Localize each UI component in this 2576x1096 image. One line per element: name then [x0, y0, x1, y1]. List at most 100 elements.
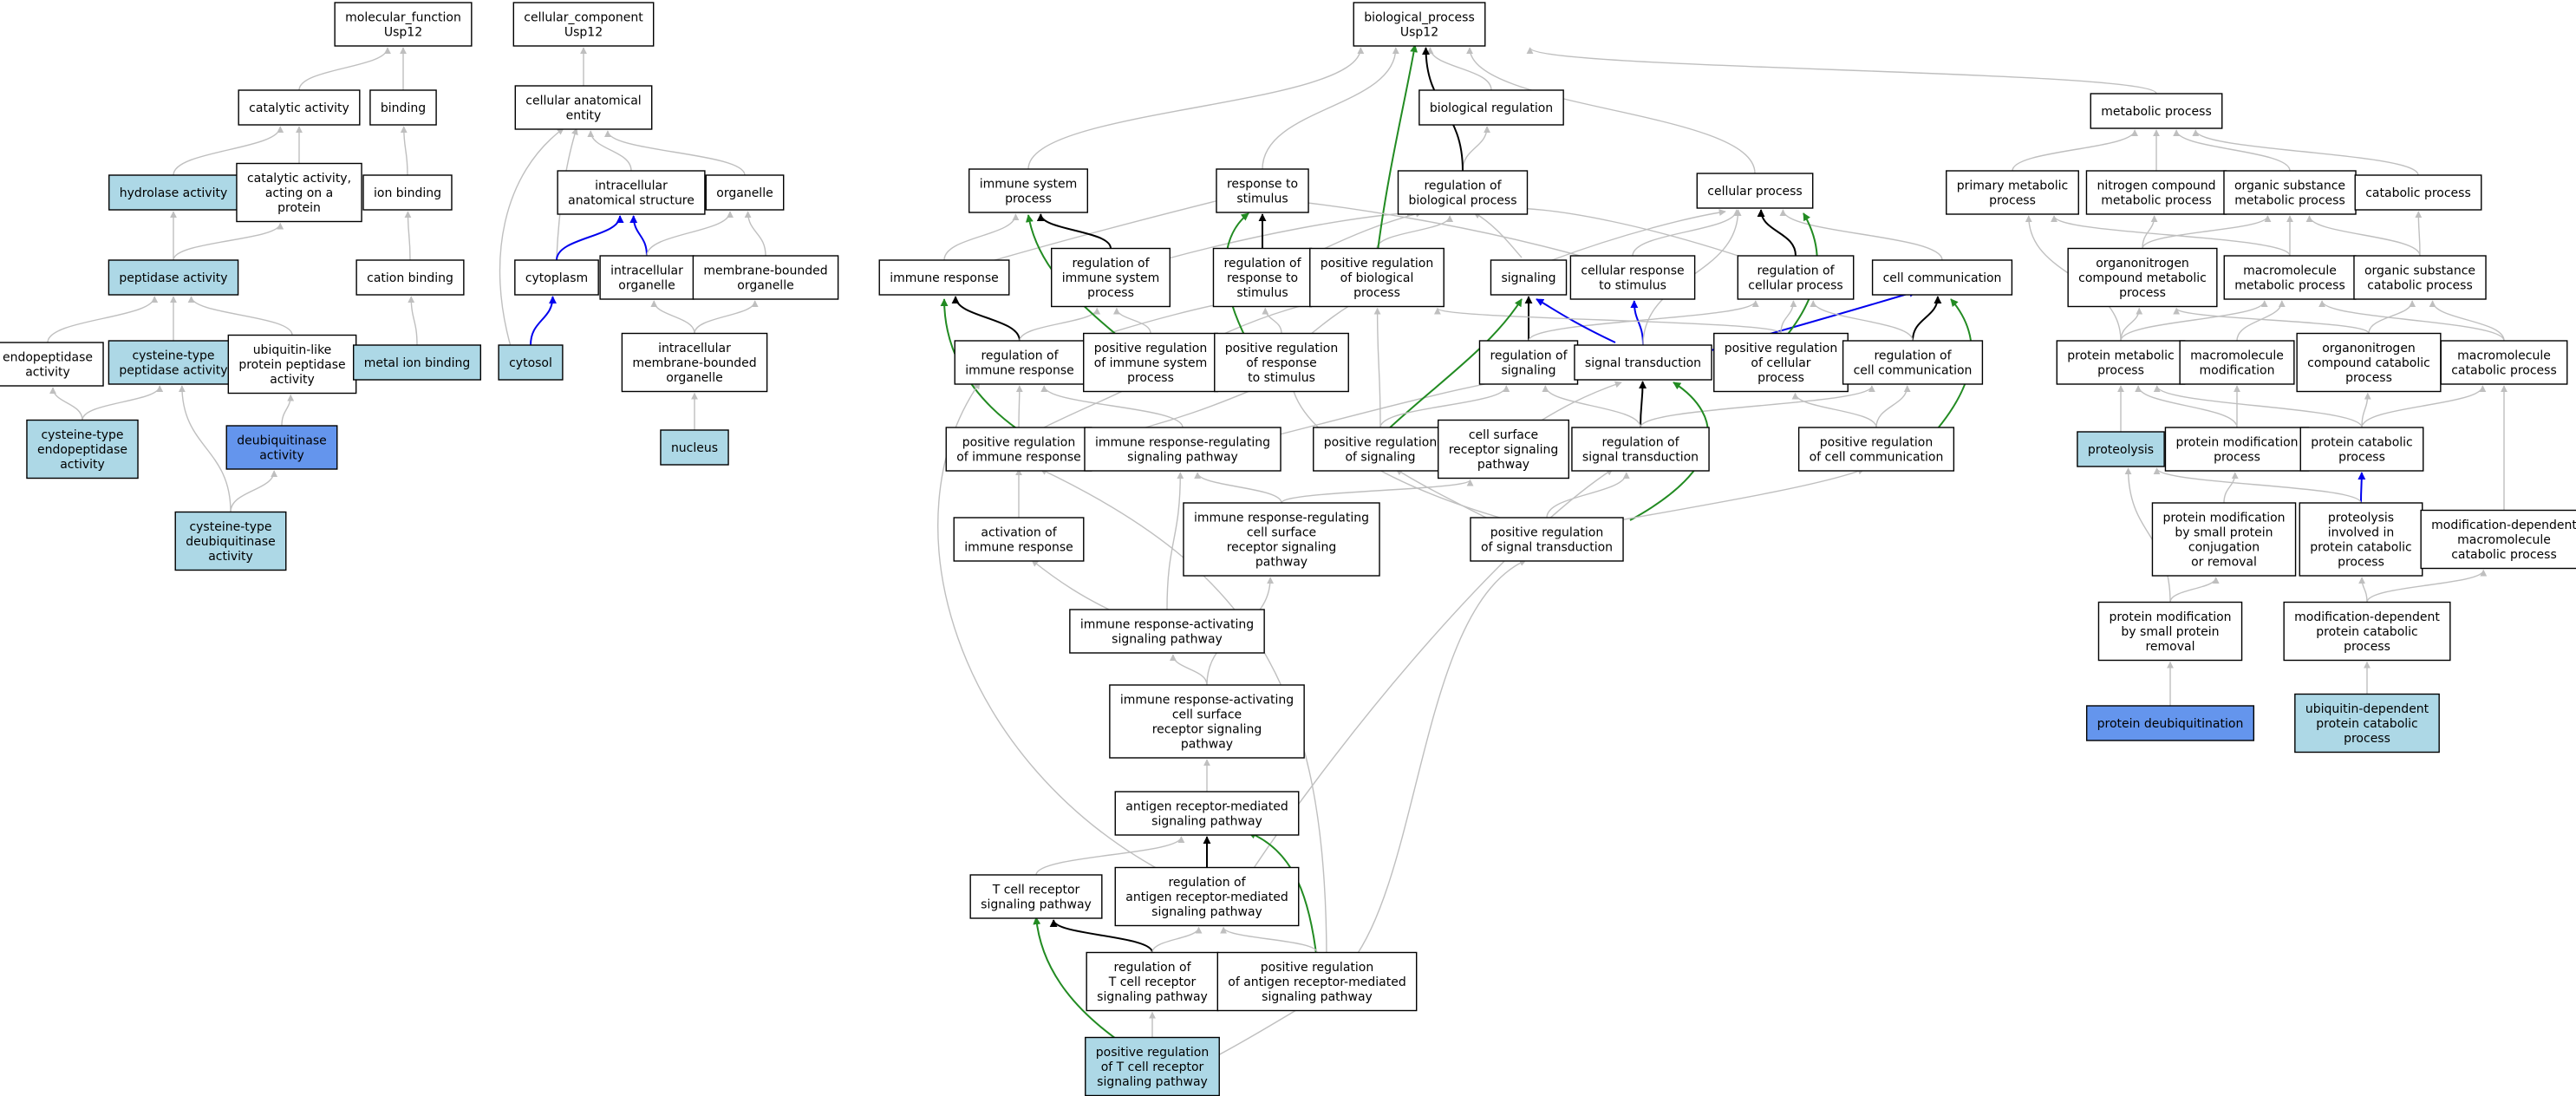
node-box[interactable] — [1353, 2, 1486, 47]
node-box[interactable] — [2151, 502, 2297, 577]
node-box[interactable] — [1114, 791, 1300, 836]
node-box[interactable] — [1842, 340, 1984, 385]
node-box[interactable] — [174, 511, 287, 571]
go-term-node-cell-comm[interactable]: cell communication — [1871, 259, 2013, 296]
go-term-node-metal-binding[interactable]: metal ion binding — [352, 344, 482, 381]
go-term-node-hydrolase[interactable]: hydrolase activity — [108, 174, 238, 211]
node-box[interactable] — [2223, 255, 2357, 300]
node-box[interactable] — [1418, 89, 1564, 126]
node-box[interactable] — [1737, 255, 1855, 300]
node-box[interactable] — [1085, 1036, 1220, 1096]
node-box[interactable] — [1569, 255, 1696, 300]
node-box[interactable] — [705, 174, 785, 211]
node-box[interactable] — [1083, 332, 1218, 393]
node-box[interactable] — [362, 174, 453, 211]
go-term-node-organelle[interactable]: organelle — [705, 174, 785, 211]
node-box[interactable] — [1438, 419, 1569, 480]
node-box[interactable] — [2353, 255, 2487, 300]
node-box[interactable] — [2223, 170, 2357, 215]
node-box[interactable] — [1696, 173, 1814, 209]
node-box[interactable] — [2440, 340, 2568, 385]
node-box[interactable] — [692, 255, 839, 300]
node-box[interactable] — [1214, 332, 1349, 393]
node-box[interactable] — [2420, 509, 2576, 570]
node-box[interactable] — [369, 89, 437, 126]
go-term-node-bio-reg[interactable]: biological regulation — [1418, 89, 1564, 126]
node-box[interactable] — [1574, 344, 1712, 381]
node-box[interactable] — [1114, 866, 1300, 927]
node-box[interactable] — [514, 85, 653, 130]
node-box[interactable] — [352, 344, 482, 381]
node-box[interactable] — [1397, 170, 1529, 215]
go-term-node-cytosol[interactable]: cytosol — [498, 344, 564, 381]
node-box[interactable] — [599, 255, 695, 300]
node-box[interactable] — [1109, 684, 1305, 759]
node-box[interactable] — [2164, 427, 2310, 472]
go-term-node-binding[interactable]: binding — [369, 89, 437, 126]
node-box[interactable] — [108, 340, 239, 385]
node-box[interactable] — [1183, 502, 1380, 577]
node-box[interactable] — [334, 2, 473, 47]
go-term-node-catalytic[interactable]: catalytic activity — [238, 89, 361, 126]
node-box[interactable] — [1313, 427, 1448, 472]
node-box[interactable] — [2067, 247, 2218, 308]
node-box[interactable] — [953, 517, 1085, 562]
node-box[interactable] — [1309, 247, 1445, 308]
go-term-node-metabolic[interactable]: metabolic process — [2090, 93, 2223, 129]
node-box[interactable] — [26, 419, 139, 480]
node-box[interactable] — [1212, 247, 1313, 308]
node-box[interactable] — [1797, 427, 1955, 472]
node-box[interactable] — [236, 162, 362, 223]
node-box[interactable] — [2085, 170, 2227, 215]
node-box[interactable] — [1216, 168, 1309, 213]
go-term-node-nucleus[interactable]: nucleus — [660, 429, 729, 466]
node-box[interactable] — [514, 259, 599, 296]
node-box[interactable] — [225, 425, 338, 470]
node-box[interactable] — [557, 170, 706, 215]
go-term-node-proteolysis[interactable]: proteolysis — [2077, 431, 2165, 467]
node-box[interactable] — [2299, 427, 2424, 472]
node-box[interactable] — [1478, 340, 1579, 385]
